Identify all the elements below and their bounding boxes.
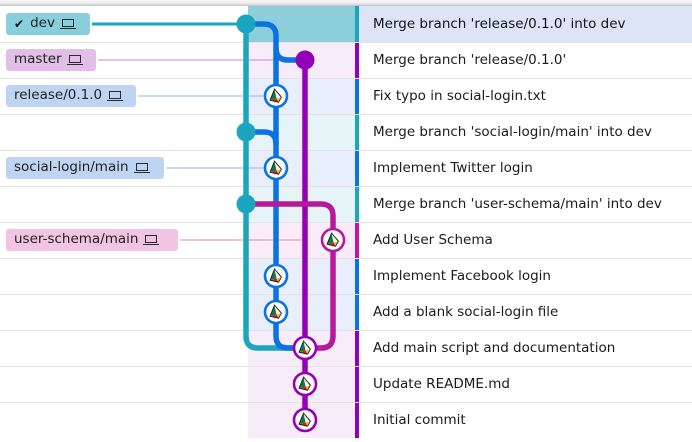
row-separator: [0, 222, 692, 223]
row-tint: [248, 366, 355, 402]
laptop-icon[interactable]: [66, 54, 83, 66]
commit-message-text: Initial commit: [373, 412, 466, 428]
commit-row-graph-cell: [0, 402, 355, 438]
commit-lane-accent-bar: [355, 222, 359, 258]
row-separator: [0, 150, 692, 151]
ref-badge-user-schema-main[interactable]: user-schema/main: [6, 229, 178, 251]
commit-lane-accent-bar: [355, 78, 359, 114]
ref-badge-master[interactable]: master: [6, 49, 96, 71]
commit-row-graph-cell: [0, 294, 355, 330]
row-tint: [248, 222, 355, 258]
commit-message-text: Implement Facebook login: [373, 268, 551, 284]
row-separator: [0, 114, 692, 115]
row-tint: [248, 150, 355, 186]
commit-message-cell[interactable]: Merge branch 'social-login/main' into de…: [355, 114, 692, 150]
commit-row[interactable]: Initial commit: [0, 402, 692, 438]
row-separator: [0, 42, 692, 43]
commit-lane-accent-bar: [355, 6, 359, 42]
row-separator: [0, 330, 692, 331]
row-tint: [248, 186, 355, 222]
commit-row[interactable]: Add main script and documentation: [0, 330, 692, 366]
laptop-icon[interactable]: [59, 18, 76, 30]
commit-row[interactable]: Merge branch 'release/0.1.0': [0, 42, 692, 78]
commit-message-cell[interactable]: Add User Schema: [355, 222, 692, 258]
commit-lane-accent-bar: [355, 42, 359, 78]
check-icon: ✔: [14, 17, 25, 31]
commit-lane-accent-bar: [355, 186, 359, 222]
commit-message-text: Fix typo in social-login.txt: [373, 88, 546, 104]
ref-badge-label: user-schema/main: [14, 231, 139, 248]
ref-badge-label: master: [14, 51, 62, 68]
ref-badge-label: social-login/main: [14, 159, 129, 176]
commit-row-graph-cell: [0, 114, 355, 150]
commit-message-cell[interactable]: Add main script and documentation: [355, 330, 692, 366]
commit-row-graph-cell: [0, 366, 355, 402]
ref-badge-dev[interactable]: ✔ dev: [6, 13, 90, 35]
row-selection-band: [248, 6, 355, 42]
commit-message-text: Add main script and documentation: [373, 340, 616, 356]
commit-message-cell[interactable]: Implement Facebook login: [355, 258, 692, 294]
commit-lane-accent-bar: [355, 258, 359, 294]
commit-lane-accent-bar: [355, 366, 359, 402]
ref-badge-label: release/0.1.0: [14, 87, 103, 104]
row-tint: [248, 42, 355, 78]
commit-message-cell[interactable]: Implement Twitter login: [355, 150, 692, 186]
ref-badge-social-login-main[interactable]: social-login/main: [6, 157, 164, 179]
row-separator: [0, 78, 692, 79]
commit-row-graph-cell: [0, 330, 355, 366]
commit-message-text: Implement Twitter login: [373, 160, 533, 176]
row-tint: [248, 78, 355, 114]
commit-row[interactable]: Add a blank social-login file: [0, 294, 692, 330]
laptop-icon[interactable]: [143, 234, 160, 246]
commit-row[interactable]: Merge branch 'social-login/main' into de…: [0, 114, 692, 150]
commit-message-text: Add User Schema: [373, 232, 493, 248]
row-separator: [0, 402, 692, 403]
commit-message-text: Add a blank social-login file: [373, 304, 559, 320]
commit-message-cell[interactable]: Merge branch 'user-schema/main' into dev: [355, 186, 692, 222]
commit-message-cell[interactable]: Add a blank social-login file: [355, 294, 692, 330]
commit-row-graph-cell: [0, 186, 355, 222]
laptop-icon[interactable]: [107, 90, 124, 102]
commit-message-cell[interactable]: Merge branch 'release/0.1.0' into dev: [355, 6, 692, 42]
row-tint: [248, 258, 355, 294]
commit-lane-accent-bar: [355, 114, 359, 150]
row-tint: [248, 114, 355, 150]
commit-message-cell[interactable]: Fix typo in social-login.txt: [355, 78, 692, 114]
commit-lane-accent-bar: [355, 330, 359, 366]
commit-lane-accent-bar: [355, 402, 359, 438]
ref-badge-label: dev: [30, 15, 55, 32]
commit-row[interactable]: Merge branch 'release/0.1.0' into dev: [0, 6, 692, 42]
ref-badge-release-0-1-0[interactable]: release/0.1.0: [6, 85, 136, 107]
commit-message-text: Merge branch 'release/0.1.0' into dev: [373, 16, 626, 32]
row-separator: [0, 258, 692, 259]
row-tint: [248, 330, 355, 366]
laptop-icon[interactable]: [133, 162, 150, 174]
row-separator: [0, 294, 692, 295]
window-header-strip: [0, 0, 692, 6]
row-tint: [248, 402, 355, 438]
commit-lane-accent-bar: [355, 294, 359, 330]
commit-row[interactable]: Merge branch 'user-schema/main' into dev: [0, 186, 692, 222]
commit-message-cell[interactable]: Initial commit: [355, 402, 692, 438]
row-tint: [248, 294, 355, 330]
commit-row[interactable]: Implement Facebook login: [0, 258, 692, 294]
commit-message-text: Merge branch 'release/0.1.0': [373, 52, 567, 68]
commit-message-text: Merge branch 'social-login/main' into de…: [373, 124, 652, 140]
commit-message-cell[interactable]: Update README.md: [355, 366, 692, 402]
commit-lane-accent-bar: [355, 150, 359, 186]
commit-message-text: Update README.md: [373, 376, 510, 392]
commit-row[interactable]: Update README.md: [0, 366, 692, 402]
row-separator: [0, 366, 692, 367]
row-separator: [0, 186, 692, 187]
commit-row-graph-cell: [0, 258, 355, 294]
commit-message-cell[interactable]: Merge branch 'release/0.1.0': [355, 42, 692, 78]
commit-message-text: Merge branch 'user-schema/main' into dev: [373, 196, 662, 212]
